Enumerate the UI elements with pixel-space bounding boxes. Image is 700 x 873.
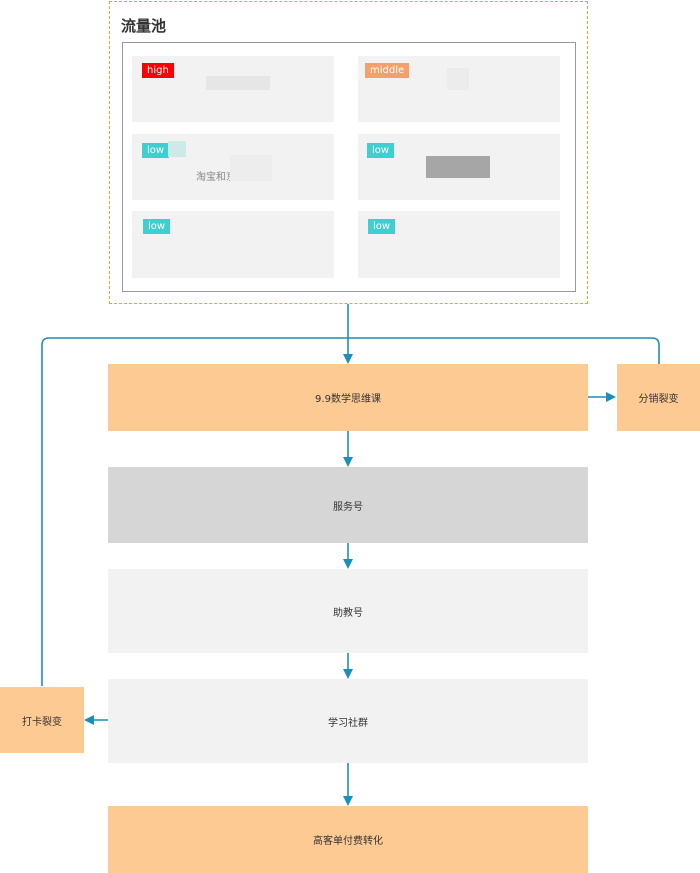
learning-community-node: 学习社群 [108, 679, 588, 763]
blurred-logo [230, 155, 272, 181]
level-tag-low: low [367, 143, 395, 158]
traffic-pool-container [109, 1, 588, 304]
level-tag-low: low [143, 219, 171, 234]
loop-connector [41, 337, 660, 686]
level-tag-high: high [142, 63, 174, 78]
traffic-pool-title: 流量池 [121, 17, 167, 35]
course-node: 9.9数学思维课 [108, 364, 588, 431]
level-tag-middle: middle [365, 63, 410, 78]
level-tag-low: low [142, 143, 170, 158]
service-account-node: 服务号 [108, 467, 588, 543]
blurred-logo [168, 141, 186, 157]
level-tag-low: low [368, 219, 396, 234]
assistant-account-node: 助教号 [108, 569, 588, 653]
pool-card-caption: 淘宝和京东 [196, 172, 246, 183]
blurred-logo [426, 156, 490, 178]
blurred-logo [206, 76, 270, 90]
distribution-fission-node: 分销裂变 [617, 364, 700, 431]
checkin-fission-node: 打卡裂变 [0, 687, 84, 753]
conversion-node: 高客单付费转化 [108, 806, 588, 873]
blurred-logo [447, 68, 469, 90]
